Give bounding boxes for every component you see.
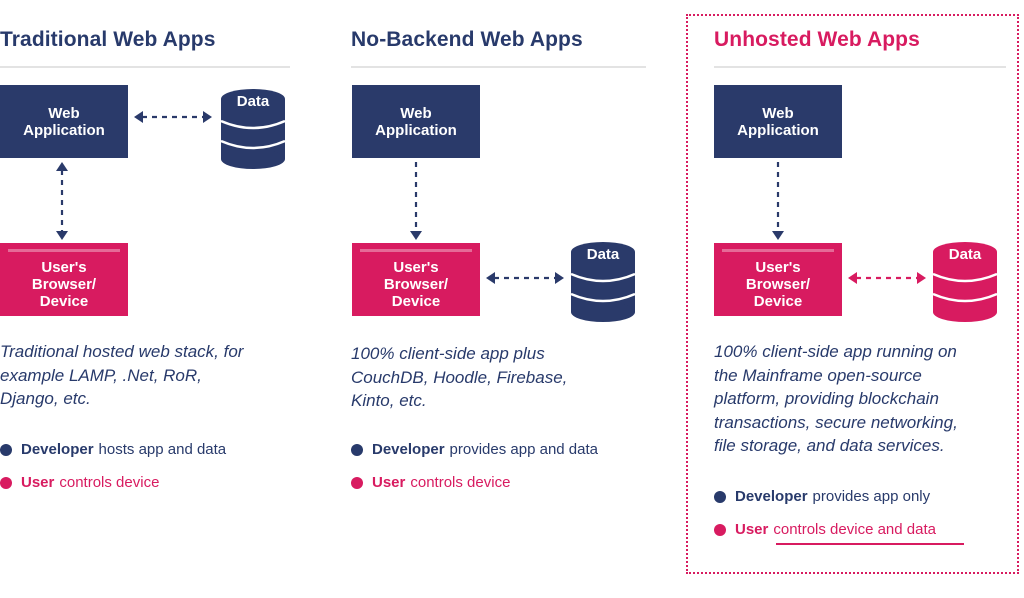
developer-role: Developer xyxy=(735,488,808,505)
user-role: User xyxy=(21,474,55,491)
web-app-label-line: Application xyxy=(23,121,105,139)
data-label: Data xyxy=(236,93,270,110)
description-line: example LAMP, .Net, RoR, xyxy=(0,365,202,385)
down-arrow xyxy=(772,162,784,240)
web-app-label-line: Web xyxy=(48,104,80,122)
user-role: User xyxy=(372,474,406,491)
browser-label-line: User's xyxy=(393,259,439,276)
browser-label-line: User's xyxy=(755,259,801,276)
user-browser-box: User's Browser/ Device xyxy=(714,243,842,316)
description-line: Kinto, etc. xyxy=(351,391,427,410)
developer-text: hosts app and data xyxy=(98,441,227,458)
developer-legend: Developer hosts app and data xyxy=(0,441,226,458)
web-application-box: Web Application xyxy=(714,85,842,158)
column-description: 100% client-side app plus CouchDB, Hoodl… xyxy=(351,342,651,413)
bidirectional-arrow xyxy=(848,272,926,284)
user-text: controls device and data xyxy=(773,521,936,538)
browser-label-line: User's xyxy=(41,259,87,276)
browser-label-line: Device xyxy=(391,293,441,310)
navy-dot-icon xyxy=(351,443,363,456)
user-legend: User controls device xyxy=(351,474,510,491)
description-line: Traditional hosted web stack, for xyxy=(0,342,244,361)
description-line: platform, providing blockchain xyxy=(714,389,939,408)
title-divider xyxy=(0,66,290,68)
browser-label-line: Browser/ xyxy=(31,276,97,293)
database-icon: Data xyxy=(930,240,1000,324)
description-line: transactions, secure networking, xyxy=(714,412,958,432)
bidirectional-arrow xyxy=(486,272,564,284)
developer-text: provides app only xyxy=(812,488,931,505)
navy-dot-icon xyxy=(714,490,726,503)
highlight-frame xyxy=(686,14,1019,574)
browser-label-line: Device xyxy=(39,293,89,310)
user-browser-box: User's Browser/ Device xyxy=(352,243,480,316)
web-app-label-line: Web xyxy=(400,104,432,122)
description-line: CouchDB, Hoodle, Firebase, xyxy=(351,367,568,387)
browser-label-line: Browser/ xyxy=(383,276,449,293)
title-divider xyxy=(351,66,646,68)
user-browser-box: User's Browser/ Device xyxy=(0,243,128,316)
browser-label-line: Device xyxy=(753,293,803,310)
database-icon: Data xyxy=(218,87,288,171)
developer-role: Developer xyxy=(21,441,94,458)
title-divider xyxy=(714,66,1006,68)
web-app-label-line: Web xyxy=(762,104,794,122)
description-line: 100% client-side app running on xyxy=(714,342,957,361)
description-line: the Mainframe open-source xyxy=(714,365,922,385)
column-description: Traditional hosted web stack, for exampl… xyxy=(0,340,300,411)
bidirectional-arrow xyxy=(134,111,212,123)
database-icon: Data xyxy=(568,240,638,324)
bidirectional-arrow xyxy=(56,162,68,240)
user-legend: User controls device xyxy=(0,474,159,491)
developer-legend: Developer provides app only xyxy=(714,488,930,505)
down-arrow xyxy=(410,162,422,240)
column-title: Traditional Web Apps xyxy=(0,28,216,51)
pink-dot-icon xyxy=(0,476,12,489)
user-text: controls device xyxy=(59,474,160,491)
developer-text: provides app and data xyxy=(449,441,598,458)
developer-legend: Developer provides app and data xyxy=(351,441,598,458)
emphasis-underline xyxy=(776,543,964,545)
user-role: User xyxy=(735,521,769,538)
user-legend: User controls device and data xyxy=(714,521,936,538)
navy-dot-icon xyxy=(0,443,12,456)
pink-dot-icon xyxy=(351,476,363,489)
web-application-box: Web Application xyxy=(0,85,128,158)
web-app-label-line: Application xyxy=(737,121,819,139)
developer-role: Developer xyxy=(372,441,445,458)
browser-label-line: Browser/ xyxy=(745,276,811,293)
web-app-label-line: Application xyxy=(375,121,457,139)
column-description: 100% client-side app running on the Main… xyxy=(714,340,1014,458)
description-line: file storage, and data services. xyxy=(714,436,945,455)
user-text: controls device xyxy=(410,474,511,491)
column-title: No-Backend Web Apps xyxy=(351,28,583,51)
description-line: Django, etc. xyxy=(0,389,91,408)
data-label: Data xyxy=(948,246,982,263)
web-application-box: Web Application xyxy=(352,85,480,158)
data-label: Data xyxy=(586,246,620,263)
description-line: 100% client-side app plus xyxy=(351,344,545,363)
pink-dot-icon xyxy=(714,523,726,536)
column-title: Unhosted Web Apps xyxy=(714,28,920,51)
